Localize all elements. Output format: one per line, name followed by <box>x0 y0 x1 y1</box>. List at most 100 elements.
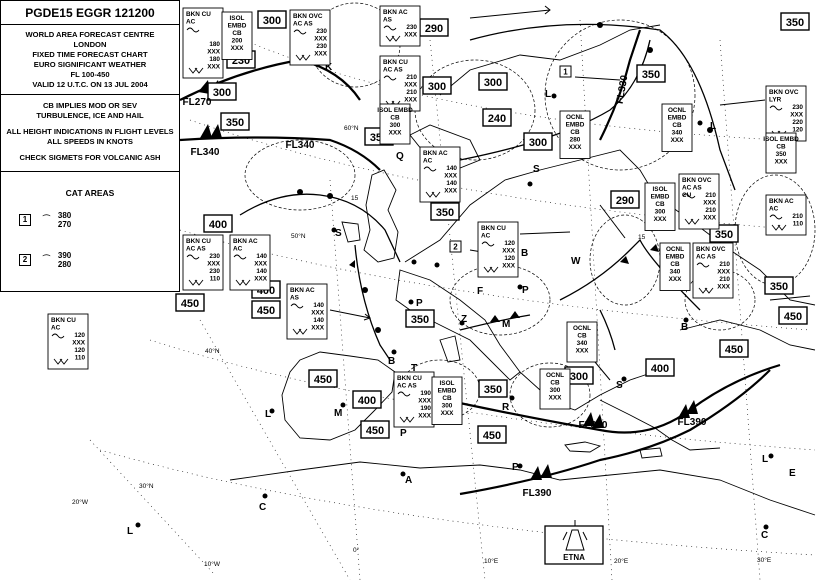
cat-area-marker: 2 <box>449 240 462 253</box>
tropopause-box: 350 <box>780 12 810 31</box>
volcano-icon <box>562 520 588 541</box>
tropopause-value: 450 <box>483 430 501 442</box>
cloud-labels: BKN CUAC180XXX180XXXISOLEMBDCB200XXXBKN … <box>47 5 807 428</box>
tropopause-value: 400 <box>358 395 376 407</box>
cloud-label-text: 210 <box>792 213 803 220</box>
cloud-symbol-icon <box>696 262 710 268</box>
cloud-symbol-icon <box>293 29 307 35</box>
pressure-centre-label: Z <box>461 314 467 325</box>
pressure-centre-label: B <box>521 248 528 259</box>
cloud-label-text: BKN OVC <box>682 177 712 184</box>
cloud-label-text: XXX <box>314 36 328 43</box>
cloud-label-text: OCNL <box>573 325 591 332</box>
cloud-label-text: 220 <box>792 119 803 126</box>
cat-symbol-icon: ⁀ <box>43 215 50 225</box>
tropopause-value: 350 <box>436 207 454 219</box>
cloud-label-text: XXX <box>790 112 804 119</box>
cloud-label-text: 340 <box>670 269 681 276</box>
cloud-label-text: 210 <box>705 192 716 199</box>
cloud-label-text: 210 <box>705 207 716 214</box>
cloud-label-text: XXX <box>404 32 418 39</box>
tropopause-value: 300 <box>213 87 231 99</box>
cat-symbol-icon: ⁀ <box>43 255 50 265</box>
tropopause-value: 450 <box>784 311 802 323</box>
cloud-label-text: 300 <box>655 209 666 216</box>
pressure-centre-label: C <box>259 502 266 513</box>
cloud-label-text: EMBD <box>228 23 247 30</box>
pressure-centre-label: S <box>616 380 623 391</box>
cloud-label-text: ISOL EMBD <box>377 107 413 114</box>
cloud-label-text: EMBD <box>666 254 685 261</box>
cloud-label-text: 340 <box>577 340 588 347</box>
cloud-symbol-icon <box>769 105 783 111</box>
cloud-symbol-icon <box>233 254 247 260</box>
cloud-label-text: AC <box>186 19 196 26</box>
cloud-label-text: CU <box>682 192 692 199</box>
coordinate-label: 50°N <box>291 232 306 240</box>
cloud-label-text: XXX <box>72 340 86 347</box>
cloud-label-text: 140 <box>313 302 324 309</box>
cloud-label-text: 180 <box>209 56 220 63</box>
cloud-label-text: BKN OVC <box>696 246 726 253</box>
cloud-label-text: 230 <box>209 253 220 260</box>
pressure-centre-label: Q <box>396 151 404 162</box>
cloud-label-text: XXX <box>569 144 583 151</box>
pressure-centre-label: L <box>265 409 271 420</box>
cloud-label-text: BKN OVC <box>293 13 323 20</box>
tropopause-box: 300 <box>564 366 594 385</box>
pressure-centre-label: R <box>502 402 510 413</box>
tropopause-box: 400 <box>645 358 675 377</box>
notes-block: CB IMPLIES MOD OR SEV TURBULENCE, ICE AN… <box>1 95 179 163</box>
tropopause-box: 350 <box>430 202 460 221</box>
cloud-symbol-icon <box>186 27 200 33</box>
pressure-centre-label: L <box>762 454 768 465</box>
cloud-label-text: CB <box>550 380 560 387</box>
cloud-label-text: ISOL EMBD <box>763 136 799 143</box>
pressure-centre-label: B <box>388 356 395 367</box>
coordinate-label: 30°N <box>139 482 154 490</box>
cloud-label-text: AC AS <box>682 185 702 192</box>
cloud-label-text: XXX <box>207 49 221 56</box>
cloud-label-text: XXX <box>502 263 516 270</box>
cloud-label-text: 190 <box>420 405 431 412</box>
divider <box>1 94 179 95</box>
coordinate-label: 60°N <box>344 124 359 132</box>
graticule <box>89 19 816 580</box>
icing-icon <box>292 328 308 335</box>
cloud-label-text: 230 <box>316 28 327 35</box>
tropopause-box: 350 <box>405 309 435 328</box>
cloud-label-text: XXX <box>703 215 717 222</box>
tropopause-value: 450 <box>366 425 384 437</box>
pressure-centre-label: M <box>334 408 342 419</box>
cloud-label-text: OCNL <box>546 372 564 379</box>
tropopause-box: 450 <box>719 339 749 358</box>
icing-icon <box>188 67 204 74</box>
issuer-block: WORLD AREA FORECAST CENTRE LONDON FIXED … <box>1 25 179 90</box>
cloud-label-text: XXX <box>502 248 516 255</box>
tropopause-value: 290 <box>425 23 443 35</box>
cloud-label-text: XXX <box>311 325 325 332</box>
cloud-label-text: 230 <box>316 43 327 50</box>
tropopause-box: 300 <box>478 72 508 91</box>
cloud-label-text: 210 <box>719 261 730 268</box>
tropopause-box: 300 <box>257 10 287 29</box>
cat-bottom: 280 <box>57 260 72 269</box>
cloud-label-text: AC AS <box>186 246 206 253</box>
cloud-label-text: CB <box>776 144 786 151</box>
cloud-label-text: 120 <box>74 332 85 339</box>
cloud-label-text: ISOL <box>440 380 455 387</box>
icing-icon <box>425 191 441 198</box>
cloud-label-text: CB <box>655 201 665 208</box>
cloud-label-text: AC AS <box>397 383 417 390</box>
